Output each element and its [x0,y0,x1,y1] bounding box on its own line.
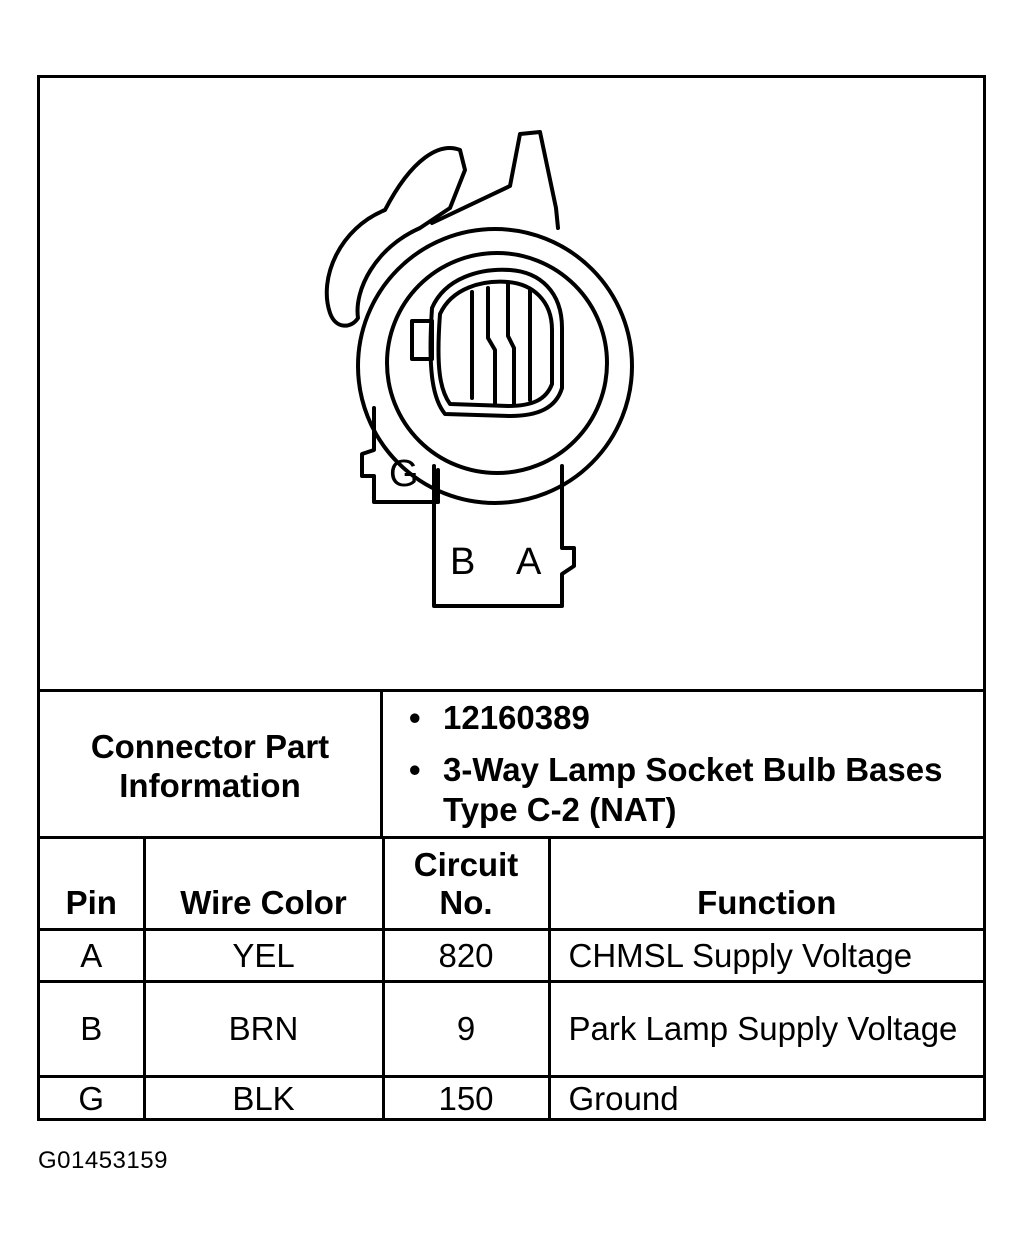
part-number: 12160389 [409,698,983,738]
header-circuit-no: Circuit No. [381,836,551,931]
g-tab [360,406,440,504]
socket-opening [428,267,564,418]
inner-ring [385,251,609,475]
connector-figure-frame: G B A Connector Part Information 1216038… [37,75,986,1121]
header-pin: Pin [40,836,146,931]
wire-color-cell: YEL [142,928,385,983]
pin-table-header: Pin Wire Color Circuit No. Function [40,836,983,931]
circuit-cell: 9 [381,980,551,1078]
pin-label-a: A [516,541,542,583]
pin-cell: B [40,980,146,1078]
pin-cell: G [40,1075,146,1121]
function-cell: CHMSL Supply Voltage [547,928,983,983]
pin-label-b: B [450,541,475,583]
top-tab [430,130,560,230]
figure-id: G01453159 [38,1147,168,1174]
pin-table: Pin Wire Color Circuit No. Function A YE… [40,836,983,1121]
function-cell: Park Lamp Supply Voltage [547,980,983,1078]
connector-part-info-label: Connector Part Information [40,692,383,836]
pin-cell: A [40,928,146,983]
connector-part-info-row: Connector Part Information 12160389 3-Wa… [40,689,983,836]
outer-housing [356,227,634,505]
connector-diagram: G B A [40,78,983,689]
table-row: B BRN 9 Park Lamp Supply Voltage [40,980,983,1078]
ba-connector-body [432,464,576,608]
pin-label-g: G [389,453,419,495]
header-function: Function [547,836,983,931]
function-cell: Ground [547,1075,983,1121]
wire-color-cell: BLK [142,1075,385,1121]
circuit-cell: 150 [381,1075,551,1121]
table-row: G BLK 150 Ground [40,1075,983,1121]
part-description: 3-Way Lamp Socket Bulb Bases Type C-2 (N… [409,750,983,830]
connector-part-info-list: 12160389 3-Way Lamp Socket Bulb Bases Ty… [383,692,983,836]
latch-arm [324,146,467,328]
wire-color-cell: BRN [142,980,385,1078]
header-wire-color: Wire Color [142,836,385,931]
side-notch [410,319,434,361]
center-contact [486,282,516,406]
table-row: A YEL 820 CHMSL Supply Voltage [40,928,983,983]
lamp-socket-drawing: G B A [324,130,634,608]
circuit-cell: 820 [381,928,551,983]
